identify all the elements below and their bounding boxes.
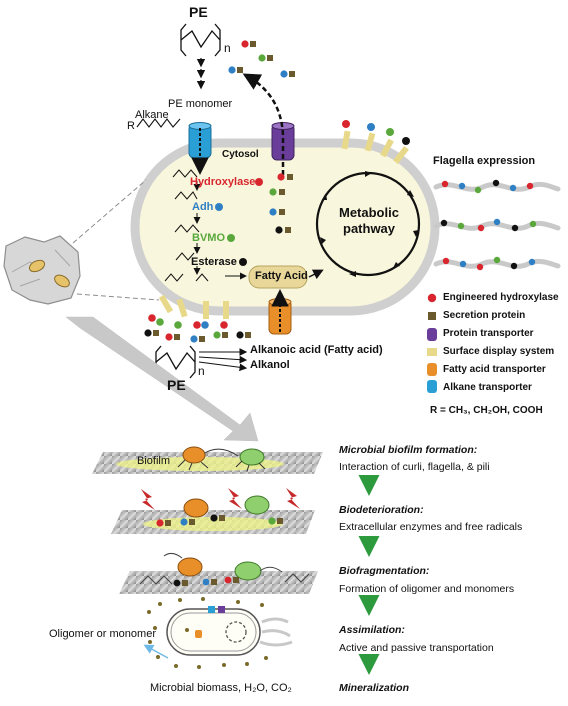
step-assimilation-desc: Active and passive transportation <box>339 642 494 654</box>
chain-enzyme-dots <box>215 178 263 266</box>
step-biofilm-desc: Interaction of curli, flagella, & pili <box>339 461 490 473</box>
legend-r-definition: R = CH₃, CH₂OH, COOH <box>430 405 543 416</box>
flagella-expression-label: Flagella expression <box>433 155 536 167</box>
pathway-label: pathway <box>343 221 396 236</box>
step-biofilm-title: Microbial biofilm formation: <box>339 444 478 456</box>
biofragmentation-slab <box>119 552 318 594</box>
step-biofragmentation-desc: Formation of oligomer and monomers <box>339 583 515 595</box>
legend-fatty-acid-transporter: Fatty acid transporter <box>443 364 546 375</box>
pe-label-top: PE <box>189 4 208 20</box>
to-metabolic-arrow <box>308 269 324 280</box>
flagella <box>433 181 561 269</box>
esterase-label: Esterase <box>191 256 237 268</box>
legend-surface-display: Surface display system <box>443 346 555 357</box>
pe-polymer-top <box>180 23 221 57</box>
legend-alkane-transporter: Alkane transporter <box>443 382 532 393</box>
bottom-enzyme-pairs <box>144 314 251 343</box>
secreted-enzymes-top <box>228 40 295 78</box>
alkanoic-acid-label: Alkanoic acid (Fatty acid) <box>250 344 383 356</box>
step-biodeterioration-title: Biodeterioration: <box>339 504 424 516</box>
biofilm-slab <box>92 446 323 474</box>
oxidation-chain <box>164 169 247 282</box>
step-mineralization-title: Mineralization <box>339 682 410 694</box>
metabolic-cycle <box>315 171 421 277</box>
biomass-label: Microbial biomass, H₂O, CO₂ <box>150 682 292 694</box>
step-assimilation-title: Assimilation: <box>339 624 405 636</box>
hydroxylase-label: Hydroxylase <box>190 176 256 188</box>
cytosol-label: Cytosol <box>222 149 259 160</box>
pe-label-bottom: PE <box>167 377 186 393</box>
adh-label: Adh <box>192 201 214 213</box>
surface-display-bottom <box>158 294 229 319</box>
degradation-product-arrows <box>198 348 248 372</box>
surface-display-top <box>341 120 410 164</box>
process-arrow <box>65 316 259 442</box>
metabolic-label: Metabolic <box>339 205 399 220</box>
alkane-transporter-icon <box>188 122 212 159</box>
secretion-arrow <box>242 73 285 175</box>
fatty-acid-box <box>248 265 308 289</box>
biofilm-label: Biofilm <box>137 455 171 467</box>
fatty-acid-label: Fatty Acid <box>255 270 308 282</box>
legend-hydroxylase: Engineered hydroxylase <box>443 292 559 303</box>
alkanol-label: Alkanol <box>250 359 290 371</box>
oligomer-label: Oligomer or monomer <box>49 628 156 640</box>
assimilation-cell <box>147 597 293 669</box>
step-biofragmentation-title: Biofragmentation: <box>339 565 430 577</box>
pe-monomer-label: PE monomer <box>168 98 233 110</box>
step-biodeterioration-desc: Extracellular enzymes and free radicals <box>339 521 523 533</box>
cytoplasm-secretion-pairs <box>269 173 293 234</box>
legend-protein-transporter: Protein transporter <box>443 328 534 339</box>
oligomer-pointer <box>143 644 169 659</box>
legend-swatches <box>427 293 437 393</box>
n-subscript-bottom: n <box>198 364 205 378</box>
zoom-lines <box>72 179 160 301</box>
biodeterioration-slab <box>111 488 315 534</box>
bvmo-label: BVMO <box>192 232 225 244</box>
flagella-enzyme-dots <box>440 179 537 271</box>
alkane-structure <box>136 118 181 128</box>
legend-secretion: Secretion protein <box>443 310 526 321</box>
r-group-label: R <box>127 120 135 132</box>
alkane-label: Alkane <box>135 109 169 121</box>
plastic-fragment <box>3 235 81 305</box>
n-subscript-top: n <box>224 41 231 55</box>
